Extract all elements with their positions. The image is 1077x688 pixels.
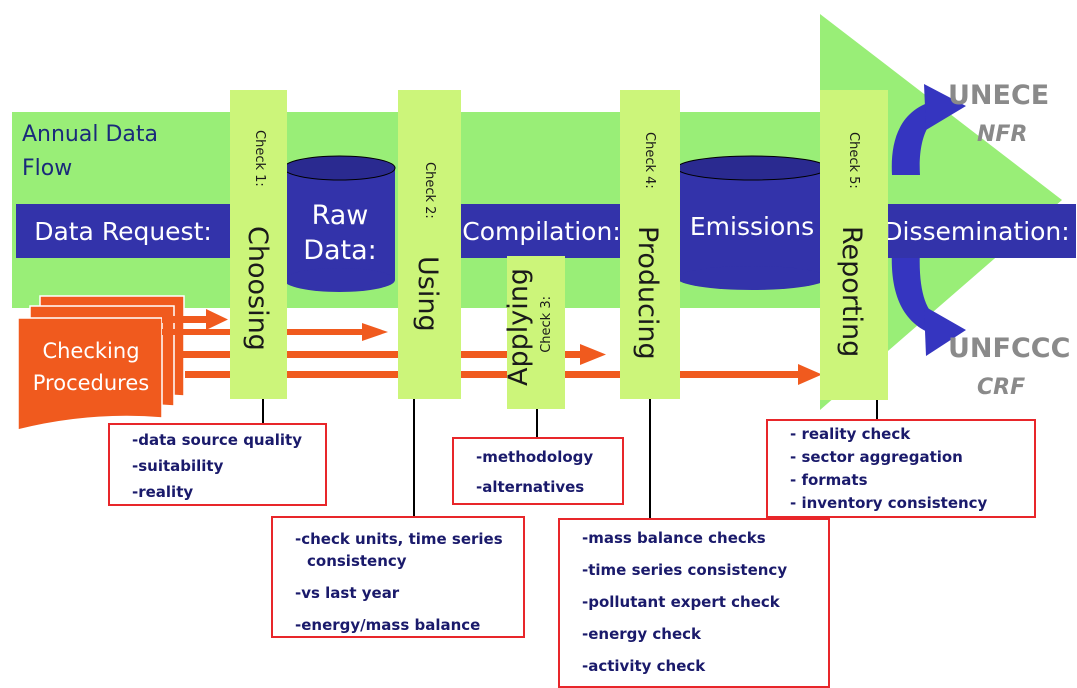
applying-detail-item: -methodology: [476, 448, 594, 466]
choosing-details-box: -data source quality -suitability -reali…: [108, 423, 327, 506]
producing-detail-item: -pollutant expert check: [582, 593, 780, 611]
stage-compilation: Compilation:: [453, 204, 630, 258]
check-2-label: Check 2:: [422, 162, 437, 219]
stage-dissemination: Dissemination:: [877, 204, 1076, 258]
check-5-title: Reporting: [836, 226, 867, 358]
annual-data-flow-label: Annual Data Flow: [22, 122, 158, 181]
check-5-column: Check 5: Reporting: [820, 90, 888, 400]
producing-detail-item: -energy check: [582, 625, 701, 643]
check-1-column: Check 1: Choosing: [230, 90, 287, 399]
check-5-label: Check 5:: [846, 132, 861, 189]
stage-raw-data: Raw Data:: [303, 200, 377, 266]
using-detail-item: -vs last year: [295, 584, 400, 602]
check-1-title: Choosing: [242, 226, 273, 351]
check-3-column: Check 3: Applying: [503, 256, 565, 409]
check-4-title: Producing: [632, 226, 663, 360]
producing-detail-item: -mass balance checks: [582, 529, 766, 547]
producing-detail-item: -activity check: [582, 657, 706, 675]
producing-detail-item: -time series consistency: [582, 561, 788, 579]
reporting-detail-item: - formats: [790, 471, 868, 489]
using-detail-item: -check units, time series: [295, 530, 503, 548]
emissions-cylinder: [676, 155, 828, 290]
destination-arrows: [891, 84, 966, 356]
check-4-column: Check 4: Producing: [620, 90, 680, 399]
checking-procedures-stack: [17, 295, 185, 431]
using-detail-item: consistency: [307, 552, 407, 570]
check-2-column: Check 2: Using: [398, 90, 461, 399]
choosing-detail-item: -data source quality: [132, 431, 302, 449]
reporting-detail-item: - sector aggregation: [790, 448, 963, 466]
connector-lines: [262, 399, 878, 518]
destination-unece: UNECE: [948, 80, 1050, 111]
destination-unfccc-format: CRF: [977, 375, 1026, 400]
stage-emissions: Emissions: [689, 212, 815, 241]
destination-unece-format: NFR: [977, 122, 1028, 147]
destination-unfccc: UNFCCC: [948, 333, 1071, 364]
check-1-label: Check 1:: [252, 130, 267, 187]
check-3-label: Check 3:: [539, 296, 554, 353]
using-detail-item: -energy/mass balance: [295, 616, 481, 634]
reporting-detail-item: - reality check: [790, 425, 911, 443]
stage-data-request: Data Request:: [16, 204, 230, 258]
check-4-label: Check 4:: [642, 132, 657, 189]
reporting-detail-item: - inventory consistency: [790, 494, 988, 512]
choosing-detail-item: -reality: [132, 483, 194, 501]
applying-details-box: -methodology -alternatives: [452, 437, 624, 505]
reporting-details-box: - reality check - sector aggregation - f…: [766, 419, 1036, 518]
check-2-title: Using: [412, 256, 443, 332]
applying-detail-item: -alternatives: [476, 478, 585, 496]
check-3-title: Applying: [503, 268, 534, 386]
producing-details-box: -mass balance checks -time series consis…: [558, 518, 830, 688]
choosing-detail-item: -suitability: [132, 457, 224, 475]
checking-procedures-label: Checking Procedures: [32, 339, 150, 395]
raw-data-cylinder: [283, 155, 396, 292]
using-details-box: -check units, time series consistency -v…: [271, 516, 525, 638]
